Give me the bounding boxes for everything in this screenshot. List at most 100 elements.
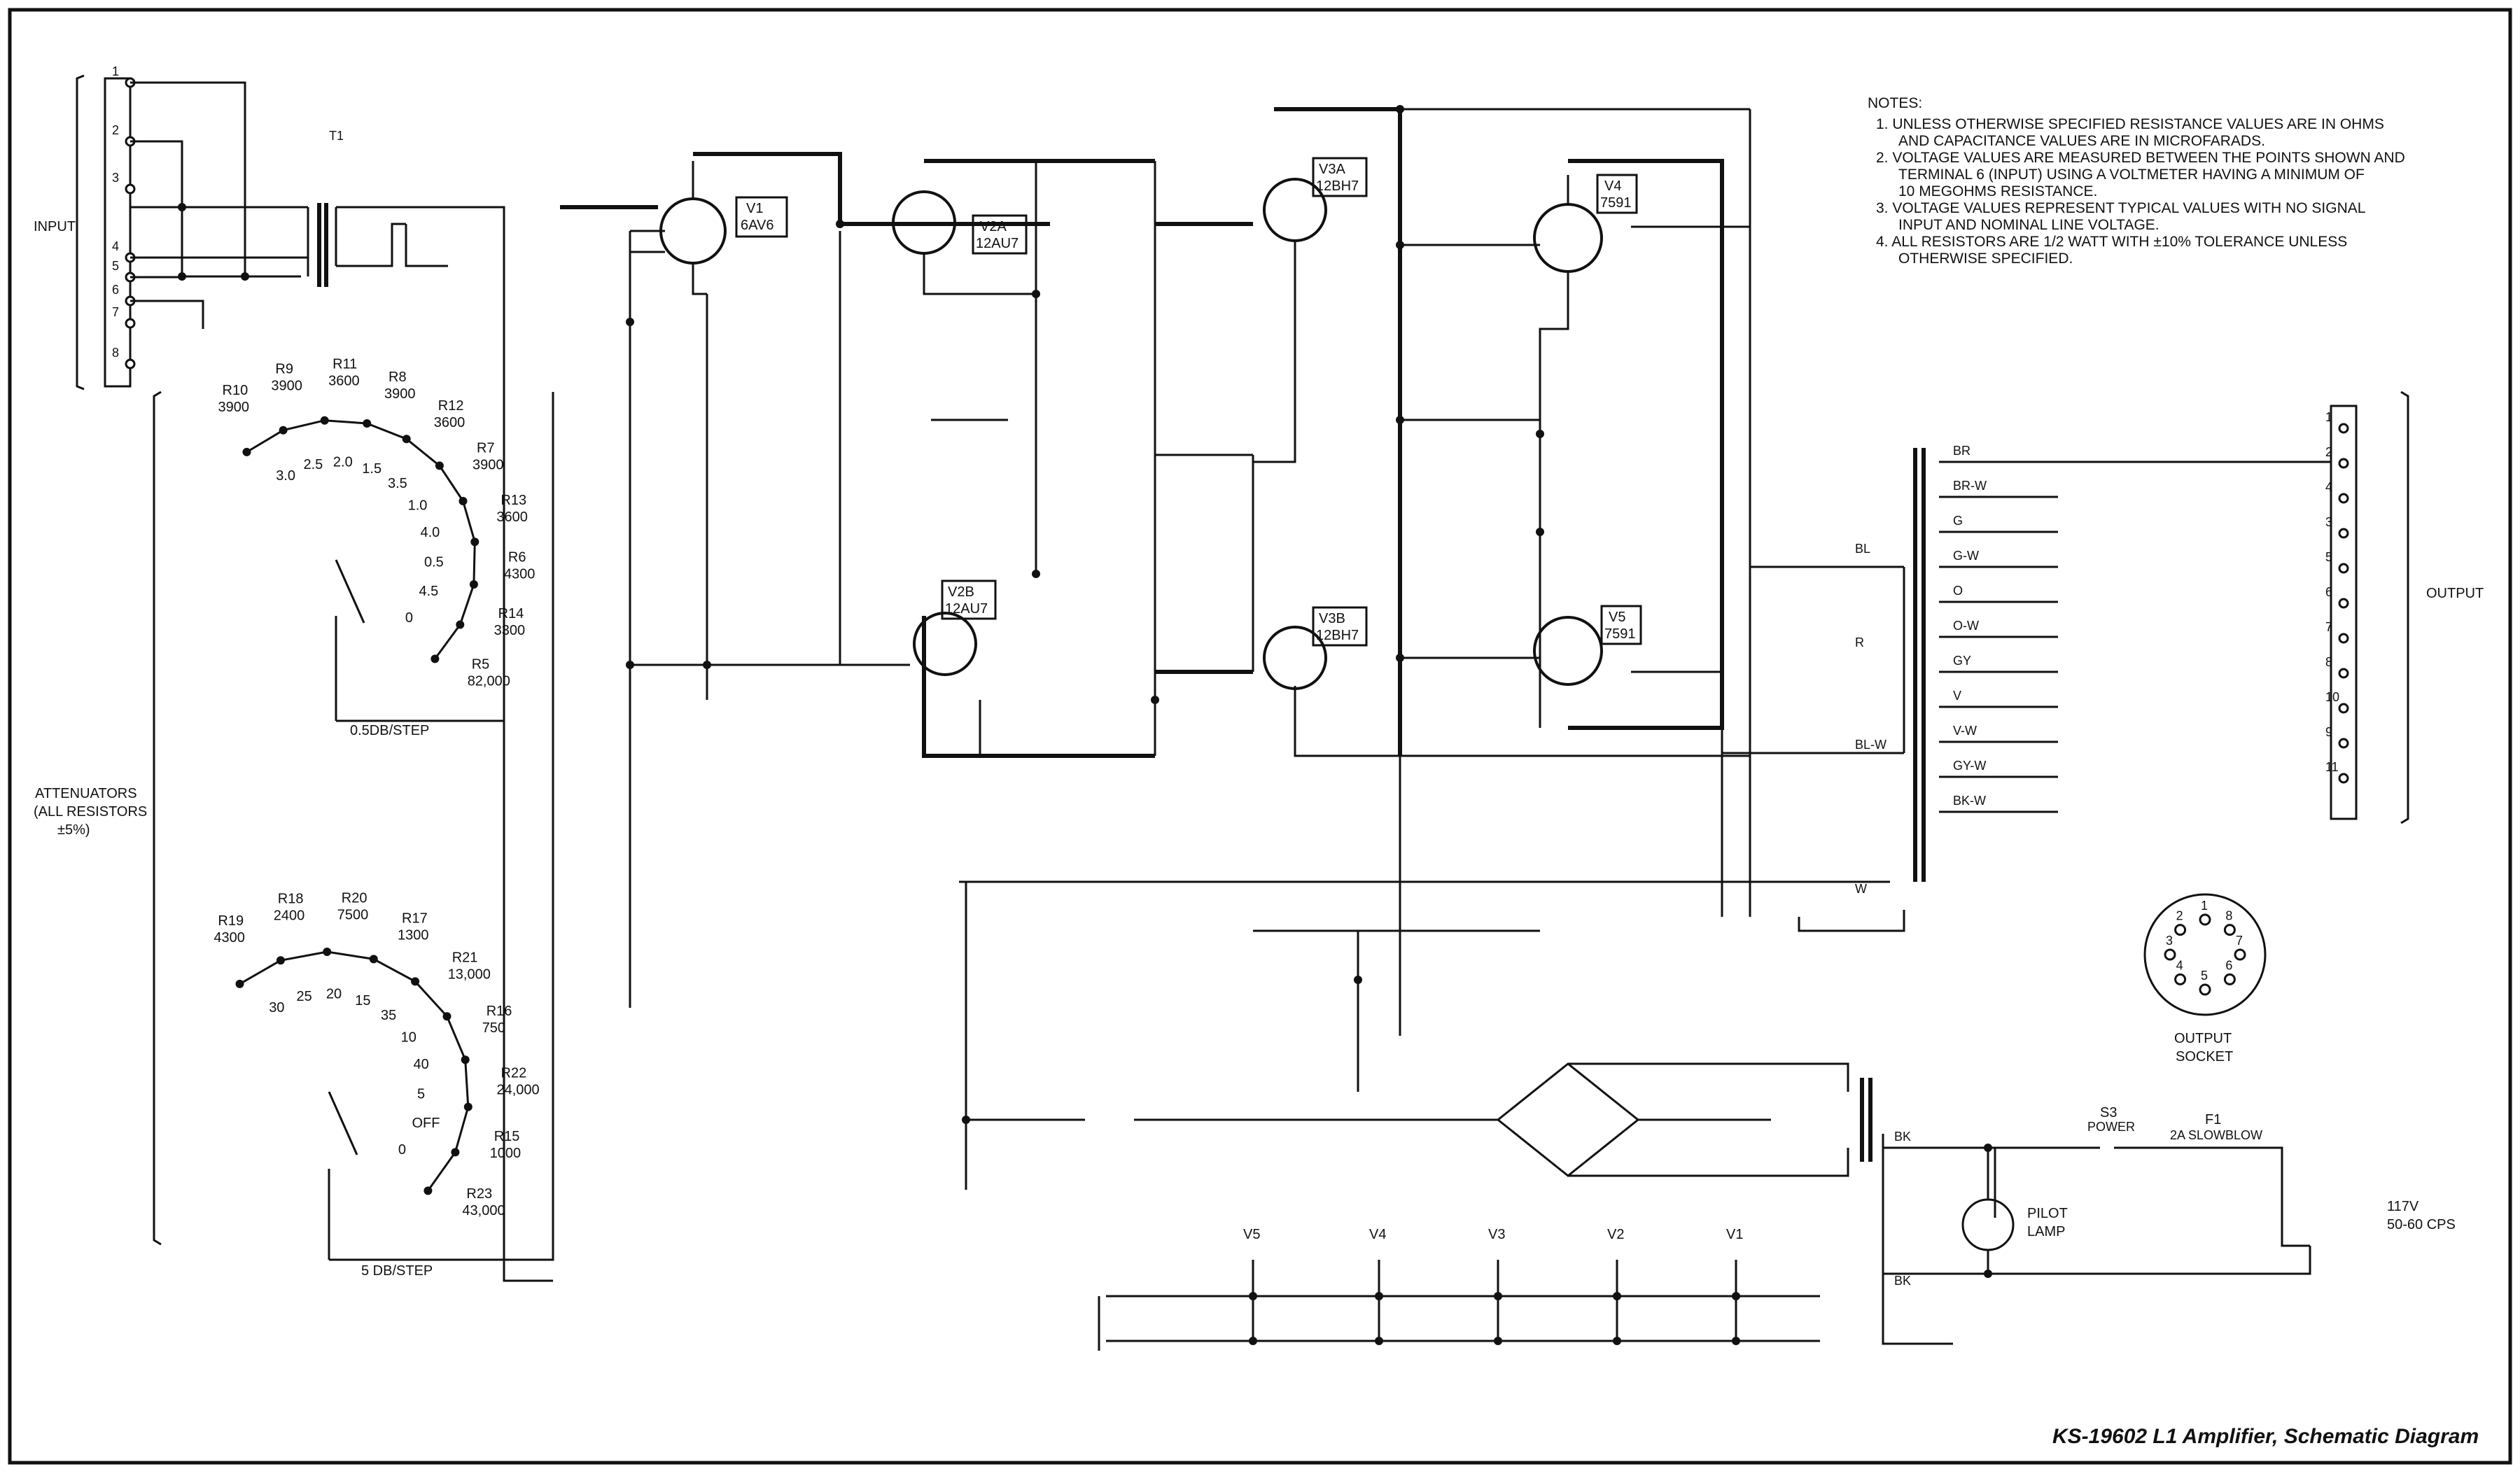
input-terminal-number: 8 bbox=[112, 346, 119, 360]
socket-pin bbox=[2234, 948, 2246, 961]
output-terminal bbox=[2338, 528, 2349, 539]
atten-step-value: 2.0 bbox=[333, 454, 353, 470]
socket-pin-number: 2 bbox=[2176, 909, 2183, 923]
output-socket-label-2: SOCKET bbox=[2176, 1049, 2233, 1064]
pilot-lamp-label-1: PILOT bbox=[2027, 1206, 2068, 1221]
atten-resistor bbox=[280, 950, 328, 962]
atten-step-value: 20 bbox=[326, 986, 342, 1001]
t2-primary-label: BL-W bbox=[1855, 738, 1886, 752]
page-border bbox=[8, 8, 2512, 1465]
t2-lead-label: GY bbox=[1953, 654, 1971, 668]
v1-name: V1 bbox=[746, 201, 763, 216]
atten-step-value: OFF bbox=[412, 1116, 440, 1131]
atten-resistor-name: R22 bbox=[501, 1066, 527, 1081]
atten-resistor bbox=[464, 1060, 470, 1107]
diagram-title: KS-19602 L1 Amplifier, Schematic Diagram bbox=[2052, 1425, 2479, 1448]
atten-step-value: 3.5 bbox=[388, 476, 407, 491]
atten-resistor-value: 3300 bbox=[494, 623, 526, 638]
heater-junction bbox=[1375, 1292, 1383, 1300]
v5-tube-label: V5 7591 bbox=[1600, 605, 1642, 645]
output-terminal-number: 5 bbox=[2325, 550, 2332, 564]
atten-step-value: 4.0 bbox=[421, 525, 440, 540]
atten-resistor-value: 3900 bbox=[218, 400, 250, 415]
atten-resistor-value: 2400 bbox=[274, 908, 305, 924]
atten-resistor-value: 3600 bbox=[328, 374, 359, 389]
power-supply bbox=[959, 880, 1996, 1345]
output-terminal bbox=[2338, 668, 2349, 679]
atten-step-value: 35 bbox=[381, 1008, 396, 1023]
output-terminal-number: 2 bbox=[2325, 445, 2332, 459]
input-terminal bbox=[125, 318, 136, 329]
atten-resistor-value: 750 bbox=[482, 1020, 505, 1036]
heater-junction bbox=[1249, 1292, 1257, 1300]
line-voltage: 117V bbox=[2387, 1199, 2419, 1214]
f1-rating: 2A SLOWBLOW bbox=[2170, 1128, 2262, 1142]
input-network: T1 bbox=[130, 81, 553, 1282]
attenuators-label-2: (ALL RESISTORS bbox=[34, 804, 147, 820]
input-terminal bbox=[125, 358, 136, 370]
t2-lead-label: G bbox=[1953, 514, 1963, 528]
output-terminal bbox=[2338, 633, 2349, 644]
s3-power-label: POWER bbox=[2087, 1120, 2135, 1134]
t2-lead-label: G-W bbox=[1953, 549, 1979, 563]
step-label-05db: 0.5DB/STEP bbox=[350, 723, 429, 738]
atten-step-value: 4.5 bbox=[419, 584, 439, 599]
atten-resistor bbox=[414, 981, 448, 1018]
atten-resistor bbox=[366, 422, 407, 440]
atten-wiper bbox=[335, 559, 365, 624]
output-terminal-number: 9 bbox=[2325, 725, 2332, 739]
atten-resistor-name: R17 bbox=[402, 911, 428, 926]
socket-pin-number: 1 bbox=[2201, 899, 2208, 913]
notes-heading: NOTES: bbox=[1868, 95, 1922, 111]
v1-type: 6AV6 bbox=[741, 218, 774, 233]
atten-step-value: 15 bbox=[355, 993, 370, 1008]
socket-pin bbox=[2199, 983, 2211, 996]
atten-resistor-value: 3900 bbox=[384, 386, 416, 402]
attenuators-label-1: ATTENUATORS bbox=[35, 786, 137, 801]
atten-resistor-value: 3600 bbox=[434, 415, 465, 430]
atten-resistor-name: R6 bbox=[508, 549, 526, 565]
atten-resistor-name: R14 bbox=[498, 606, 524, 621]
input-terminal bbox=[125, 183, 136, 195]
output-socket-label-1: OUTPUT bbox=[2174, 1031, 2232, 1046]
svg-text:T1: T1 bbox=[329, 129, 344, 143]
atten-resistor bbox=[373, 958, 416, 983]
atten-resistor-value: 1000 bbox=[490, 1146, 522, 1161]
socket-pin-number: 8 bbox=[2225, 909, 2232, 923]
t2-lead-label: BK-W bbox=[1953, 794, 1986, 808]
atten-resistor bbox=[434, 624, 461, 660]
output-terminal bbox=[2338, 738, 2349, 749]
atten-resistor-name: R20 bbox=[342, 890, 368, 906]
v2b-name: V2B bbox=[948, 584, 974, 600]
step-label-5db: 5 DB/STEP bbox=[361, 1263, 433, 1279]
heater-tube-label: V4 bbox=[1369, 1227, 1386, 1242]
note-line: 4. ALL RESISTORS ARE 1/2 WATT WITH ±10% … bbox=[1876, 234, 2347, 250]
t2-lead-label: V-W bbox=[1953, 724, 1977, 738]
socket-pin-number: 6 bbox=[2225, 958, 2232, 972]
socket-pin bbox=[2223, 924, 2236, 936]
atten-resistor bbox=[405, 438, 440, 467]
v5-type: 7591 bbox=[1604, 626, 1636, 642]
atten-resistor-value: 7500 bbox=[337, 907, 369, 922]
heater-junction bbox=[1249, 1337, 1257, 1345]
atten-resistor-value: 1300 bbox=[398, 927, 429, 943]
input-terminal-number: 4 bbox=[112, 239, 119, 253]
v2a-name: V2A bbox=[980, 219, 1007, 234]
t2-lead-label: V bbox=[1953, 689, 1961, 703]
socket-pin bbox=[2174, 973, 2187, 985]
atten-resistor bbox=[324, 419, 368, 425]
atten-resistor-value: 82,000 bbox=[468, 674, 510, 689]
primary-circuit: PILOT LAMP S3 POWER F1 2A SLOWBLOW 117V … bbox=[1883, 1105, 2456, 1288]
atten-resistor-name: R11 bbox=[332, 357, 357, 372]
note-line: TERMINAL 6 (INPUT) USING A VOLTMETER HAV… bbox=[1898, 167, 2365, 183]
atten-resistor-name: R12 bbox=[438, 398, 464, 414]
t2-primary-label: BL bbox=[1855, 542, 1870, 556]
output-terminal bbox=[2338, 423, 2349, 434]
output-terminal bbox=[2338, 773, 2349, 784]
atten-step-value: 0.5 bbox=[424, 554, 444, 570]
line-frequency: 50-60 CPS bbox=[2387, 1217, 2456, 1232]
input-label: INPUT bbox=[34, 219, 76, 234]
